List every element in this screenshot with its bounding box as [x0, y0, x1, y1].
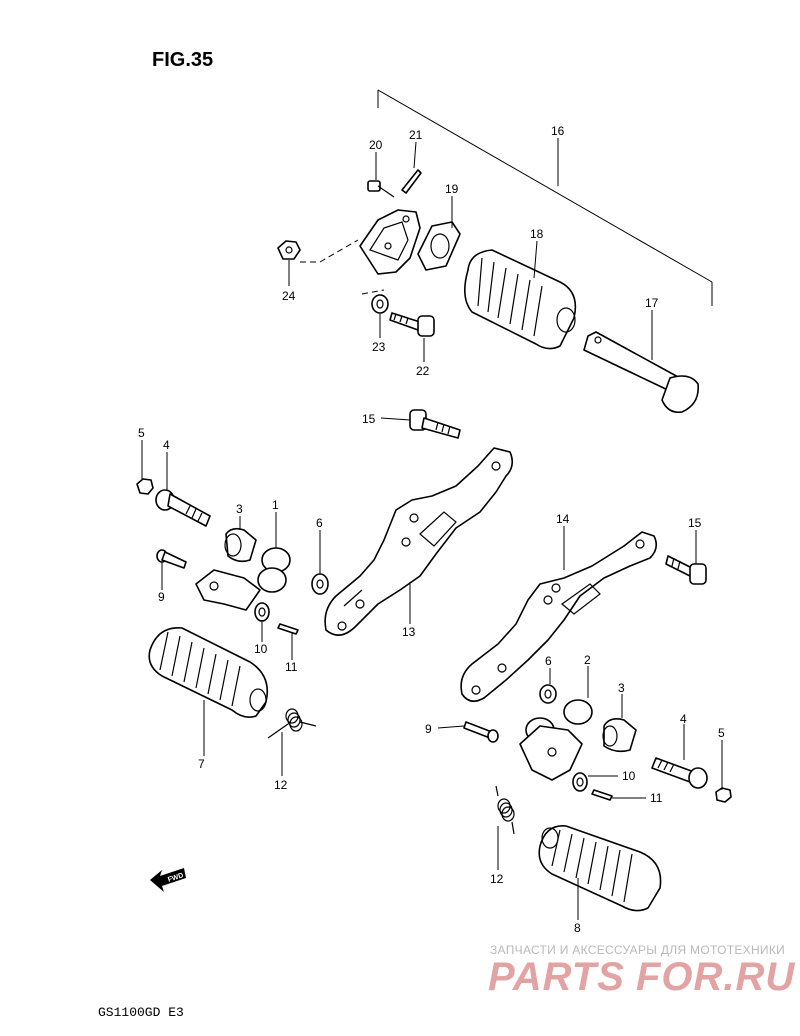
callout-6-left: 6	[316, 516, 323, 530]
leader-lines	[141, 138, 723, 920]
footpeg-rubber-18	[464, 249, 577, 350]
callout-4-left: 4	[163, 438, 170, 452]
cotter-pin-11-right	[591, 789, 613, 801]
bolt-15-center	[409, 409, 461, 439]
callout-3-left: 3	[236, 502, 243, 516]
callout-6-right: 6	[545, 654, 552, 668]
callout-11-left: 11	[285, 660, 298, 674]
callout-13: 13	[402, 625, 416, 639]
figure-title: FIG.35	[152, 49, 213, 71]
footrest-plate-13	[324, 447, 514, 636]
model-code: GS1100GD E3	[98, 1005, 184, 1020]
callout-9-left: 9	[158, 590, 165, 604]
washer-6-right	[539, 684, 557, 704]
nut-5-left	[136, 478, 154, 495]
washer-10-right	[572, 772, 588, 792]
footpeg-rubber-7	[148, 627, 269, 718]
svg-text:FOR.RU: FOR.RU	[636, 955, 795, 999]
nut-5-right	[715, 787, 732, 803]
washer-23	[361, 289, 389, 314]
footrest-plate-14	[460, 531, 658, 702]
cotter-pin-11-left	[277, 623, 299, 635]
pivot-bracket-2	[519, 699, 593, 781]
callout-12-left: 12	[274, 778, 288, 792]
bushing-3-right	[602, 718, 637, 753]
footpeg-pin-17	[583, 331, 699, 414]
callout-10-right: 10	[622, 769, 636, 783]
bolt-4-right	[651, 757, 708, 789]
svg-text:FWD: FWD	[167, 872, 184, 884]
washer-6-left	[311, 573, 329, 595]
callout-19: 19	[445, 182, 459, 196]
cotter-pin-21	[401, 169, 422, 194]
callout-14: 14	[556, 512, 570, 526]
callout-22: 22	[416, 364, 430, 378]
callout-labels: 20 21 19 16 18 17 24 23 22 15 5 4 3 1 6 …	[138, 124, 725, 935]
callout-3-right: 3	[618, 681, 625, 695]
footrest-bracket-upper	[359, 209, 421, 275]
callout-11-right: 11	[650, 791, 663, 805]
callout-20: 20	[369, 138, 383, 152]
gasket-19	[417, 221, 461, 271]
bolt-20	[367, 180, 395, 198]
callout-16: 16	[551, 124, 565, 138]
bolt-4-left	[155, 489, 211, 527]
callout-5-left: 5	[138, 426, 145, 440]
svg-text:PARTS: PARTS	[488, 955, 625, 999]
callout-7: 7	[198, 757, 205, 771]
washer-10-left	[254, 602, 270, 622]
callout-21: 21	[409, 128, 423, 142]
watermark-logo: ЗАПЧАСТИ И АКСЕССУАРЫ ДЛЯ МОТОТЕХНИКИ PA…	[488, 943, 795, 999]
callout-15-center: 15	[362, 412, 376, 426]
footpeg-rubber-8	[538, 825, 662, 912]
bolt-22	[389, 312, 435, 337]
pin-9-left	[156, 549, 187, 569]
callout-17: 17	[645, 296, 659, 310]
svg-text:ЗАПЧАСТИ И АКСЕССУАРЫ ДЛЯ МОТО: ЗАПЧАСТИ И АКСЕССУАРЫ ДЛЯ МОТОТЕХНИКИ	[490, 943, 785, 957]
callout-18: 18	[530, 227, 544, 241]
callout-4-right: 4	[680, 712, 687, 726]
pivot-bracket-1	[195, 547, 291, 611]
callout-5-right: 5	[718, 726, 725, 740]
callout-23: 23	[372, 340, 386, 354]
callout-24: 24	[282, 289, 296, 303]
pin-9-right	[463, 721, 499, 743]
callout-10-left: 10	[254, 642, 268, 656]
callout-15-right: 15	[688, 516, 702, 530]
callout-12-right: 12	[490, 872, 504, 886]
nut-24	[277, 239, 359, 263]
spring-12-right	[495, 785, 515, 835]
callout-2: 2	[584, 653, 591, 667]
forward-direction-icon: FWD	[150, 868, 186, 892]
bolt-15-right	[665, 555, 707, 585]
spring-12-left	[267, 708, 317, 739]
bushing-3-left	[224, 527, 257, 563]
callout-9-right: 9	[425, 722, 432, 736]
group-bracket-16	[377, 89, 713, 306]
callout-1: 1	[272, 498, 279, 512]
callout-8: 8	[574, 921, 581, 935]
